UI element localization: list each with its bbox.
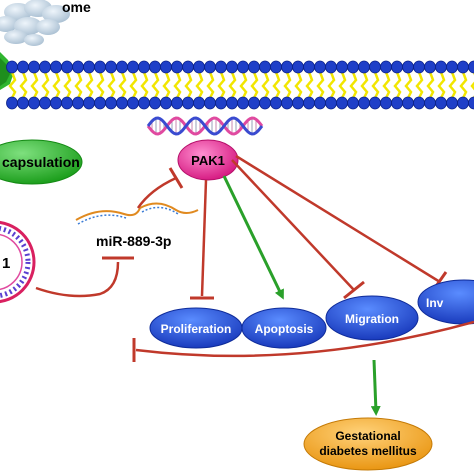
pak1-to-invasion-inhibit-line (235, 154, 441, 284)
mirna-strand-icon (75, 202, 199, 225)
invasion-node: Inv (417, 279, 474, 325)
gdm-label-line2: diabetes mellitus (319, 444, 417, 458)
pak1-to-apoptosis-arrow (222, 175, 284, 300)
migration-inhibit-bar (343, 280, 365, 300)
pak1-inhibit-bar (168, 167, 184, 189)
encapsulation-node: capsulation (0, 139, 83, 185)
migration-label: Migration (345, 312, 399, 326)
pak1-label: PAK1 (191, 153, 225, 168)
bottom-inhibit-bracket (135, 320, 474, 358)
apoptosis-label: Apoptosis (255, 322, 314, 336)
exosome-label: ome (62, 0, 91, 15)
pak1-to-migration-inhibit-line (231, 159, 355, 291)
circ-label: 1 (2, 255, 10, 272)
invasion-label: Inv (426, 296, 444, 310)
mirna-to-pak1-inhibit-line (136, 176, 177, 209)
proliferation-node: Proliferation (149, 307, 243, 349)
proliferation-label: Proliferation (161, 322, 232, 336)
cell-membrane (6, 60, 474, 110)
apoptosis-node: Apoptosis (241, 307, 327, 349)
to-gdm-arrow (370, 359, 381, 416)
circular-rna-vesicle-icon (0, 220, 36, 304)
pak1-node: PAK1 (177, 139, 239, 181)
green-receptor-icon (0, 52, 14, 90)
encapsulation-label: capsulation (2, 154, 80, 170)
mirna-label: miR-889-3p (96, 233, 171, 249)
dna-helix-icon (146, 116, 264, 136)
circ-to-mirna-inhibit-line (35, 261, 120, 298)
exosome-cluster-icon (0, 0, 70, 46)
migration-node: Migration (325, 295, 419, 341)
gdm-label-line1: Gestational (335, 429, 400, 443)
pak1-to-proliferation-inhibit-line (200, 179, 208, 297)
gdm-node: Gestational diabetes mellitus (303, 417, 433, 471)
